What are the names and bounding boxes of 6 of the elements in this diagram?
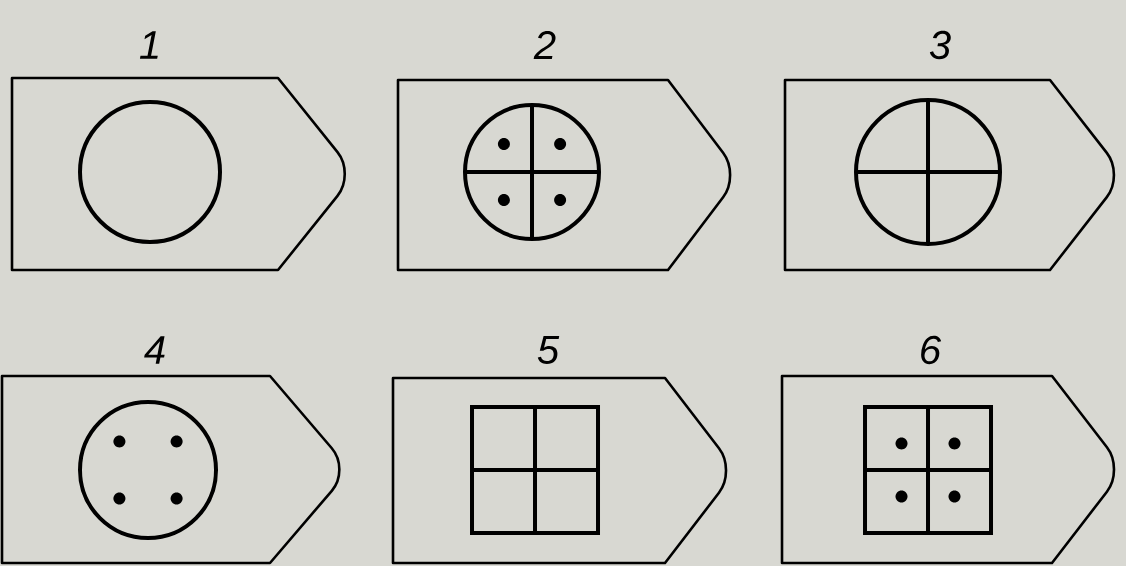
number-label: 4: [144, 336, 165, 364]
number-label: 3: [929, 30, 951, 60]
number-label: 1: [139, 31, 158, 59]
number-label: 5: [537, 336, 560, 364]
number-label: 2: [533, 31, 556, 59]
number-label: 6: [921, 335, 942, 365]
